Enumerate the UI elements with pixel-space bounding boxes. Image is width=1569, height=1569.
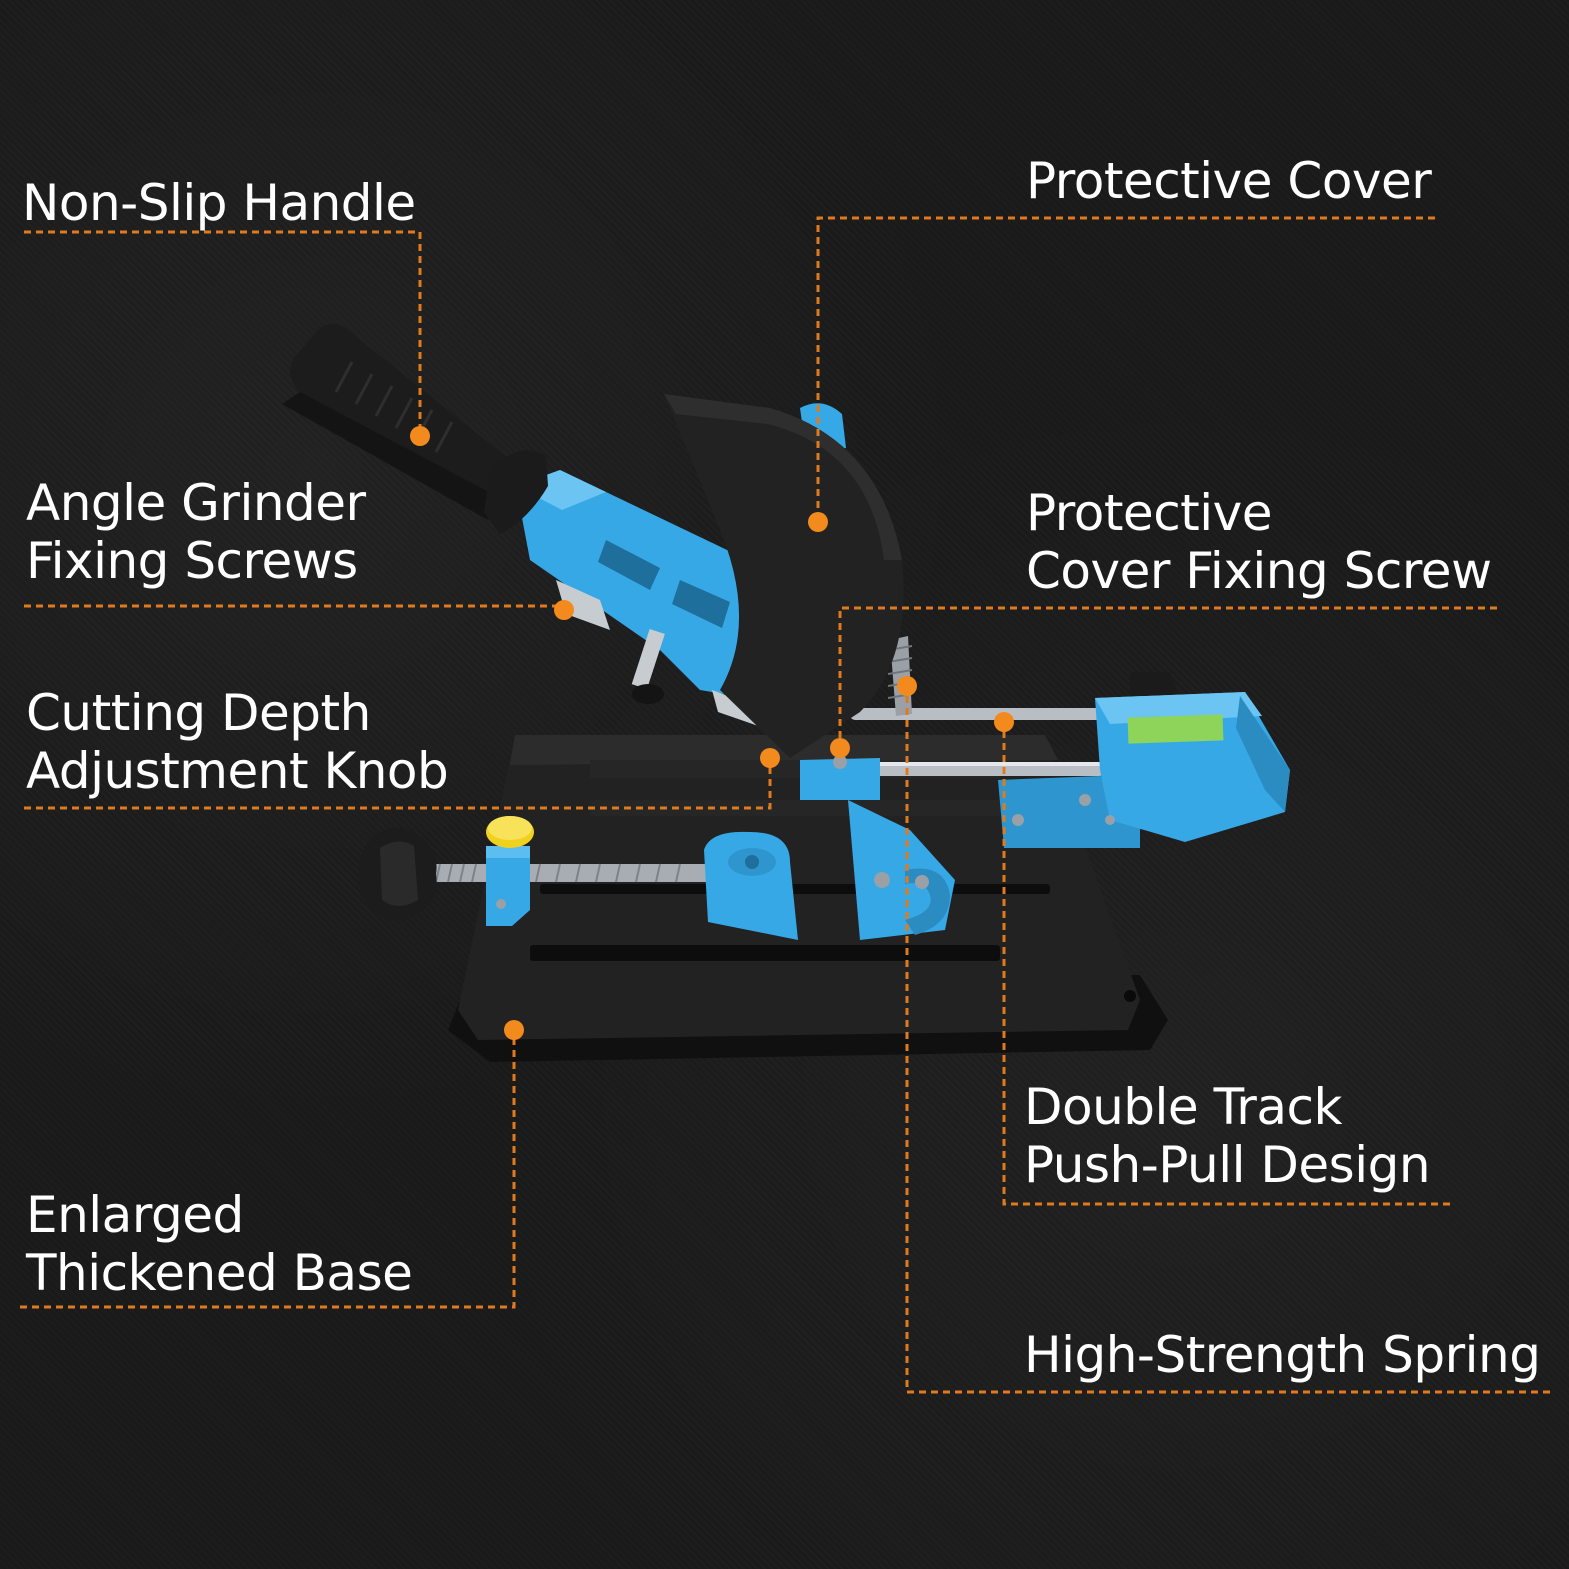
label-protective-cover: Protective Cover xyxy=(1026,152,1432,210)
label-cutting-depth-adjustment-knob: Cutting Depth Adjustment Knob xyxy=(26,684,449,800)
anchor-enlarged-thickened-base xyxy=(504,1020,524,1040)
label-line: High-Strength Spring xyxy=(1024,1326,1541,1384)
anchor-protective-cover-fixing-screw xyxy=(830,738,850,758)
non-slip-handle xyxy=(282,323,548,534)
leader-protective-cover xyxy=(816,216,1435,522)
label-line: Protective xyxy=(1026,484,1273,542)
leader-lines xyxy=(20,216,1550,1394)
label-high-strength-spring: High-Strength Spring xyxy=(1024,1326,1541,1384)
label-enlarged-thickened-base: Enlarged Thickened Base xyxy=(26,1186,413,1302)
label-line: Adjustment Knob xyxy=(26,742,449,800)
label-line: Thickened Base xyxy=(26,1244,413,1302)
leader-protective-cover-fixing-screw xyxy=(838,606,1497,748)
vise-assembly xyxy=(359,816,798,940)
label-line: Push-Pull Design xyxy=(1024,1136,1431,1194)
label-line: Non-Slip Handle xyxy=(22,174,416,232)
label-line: Enlarged xyxy=(26,1186,244,1244)
label-double-track-push-pull-design: Double Track Push-Pull Design xyxy=(1024,1078,1431,1194)
pivot-bracket xyxy=(800,636,955,940)
leader-double-track xyxy=(1002,722,1450,1206)
label-protective-cover-fixing-screw: Protective Cover Fixing Screw xyxy=(1026,484,1492,600)
label-angle-grinder-fixing-screws: Angle Grinder Fixing Screws xyxy=(26,474,366,590)
leader-enlarged-thickened-base xyxy=(20,1030,516,1309)
label-line: Double Track xyxy=(1024,1078,1342,1136)
anchor-dots xyxy=(410,426,1014,1040)
label-line: Cover Fixing Screw xyxy=(1026,542,1492,600)
leader-cutting-depth-adjustment-knob xyxy=(24,758,772,810)
label-line: Angle Grinder xyxy=(26,474,366,532)
leader-angle-grinder-fixing-screws xyxy=(24,604,566,610)
base-plate xyxy=(448,735,1168,1062)
anchor-angle-grinder-fixing-screws xyxy=(554,600,574,620)
push-pull-track xyxy=(850,672,1290,848)
label-non-slip-handle: Non-Slip Handle xyxy=(22,174,416,232)
anchor-protective-cover xyxy=(808,512,828,532)
label-line: Fixing Screws xyxy=(26,532,358,590)
anchor-high-strength-spring xyxy=(897,676,917,696)
label-line: Protective Cover xyxy=(1026,152,1432,210)
anchor-double-track xyxy=(994,712,1014,732)
leader-high-strength-spring xyxy=(905,686,1550,1394)
anchor-cutting-depth-adjustment-knob xyxy=(760,748,780,768)
label-line: Cutting Depth xyxy=(26,684,371,742)
leader-non-slip-handle xyxy=(24,230,422,436)
anchor-non-slip-handle xyxy=(410,426,430,446)
protective-cover xyxy=(664,394,904,758)
